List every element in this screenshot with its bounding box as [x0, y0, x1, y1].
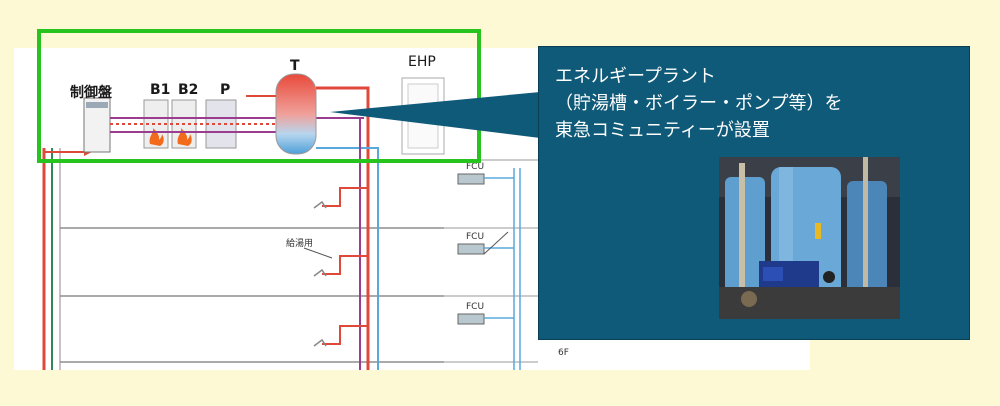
- fcu-label: FCU: [466, 232, 485, 242]
- cold-supply-riser: [316, 147, 379, 370]
- control-panel-label: 制御盤: [70, 85, 112, 101]
- fcu-label: FCU: [466, 162, 485, 172]
- hot-water-tank: [275, 73, 317, 155]
- fcu-unit: [457, 173, 485, 185]
- callout-box: エネルギープラント （貯湯槽・ボイラー・ポンプ等）を 東急コミュニティーが設置: [538, 46, 970, 340]
- boiler-b1-label: B1: [150, 82, 171, 98]
- fcu-label: FCU: [466, 302, 485, 312]
- callout-line-3: 東急コミュニティーが設置: [555, 120, 770, 141]
- callout-line-2: （貯湯槽・ボイラー・ポンプ等）を: [555, 93, 843, 114]
- plant-photo: [719, 157, 900, 319]
- boiler-b2-label: B2: [178, 82, 199, 98]
- ehp-label: EHP: [408, 54, 436, 70]
- tank-label: T: [290, 58, 300, 74]
- floor-label: 6F: [558, 348, 569, 358]
- fcu-unit: [457, 313, 485, 325]
- pump-label: P: [220, 82, 231, 98]
- callout-line-1: エネルギープラント: [555, 66, 716, 87]
- highlight-box: [37, 29, 481, 163]
- callout-text: エネルギープラント （貯湯槽・ボイラー・ポンプ等）を 東急コミュニティーが設置: [555, 63, 842, 144]
- faucet-icon: [313, 200, 327, 209]
- hot-supply-riser: [316, 86, 370, 370]
- faucet-icon: [313, 338, 327, 347]
- fcu-unit: [457, 243, 485, 255]
- faucet-icon: [313, 268, 327, 277]
- hot-water-label: 給湯用: [286, 239, 314, 249]
